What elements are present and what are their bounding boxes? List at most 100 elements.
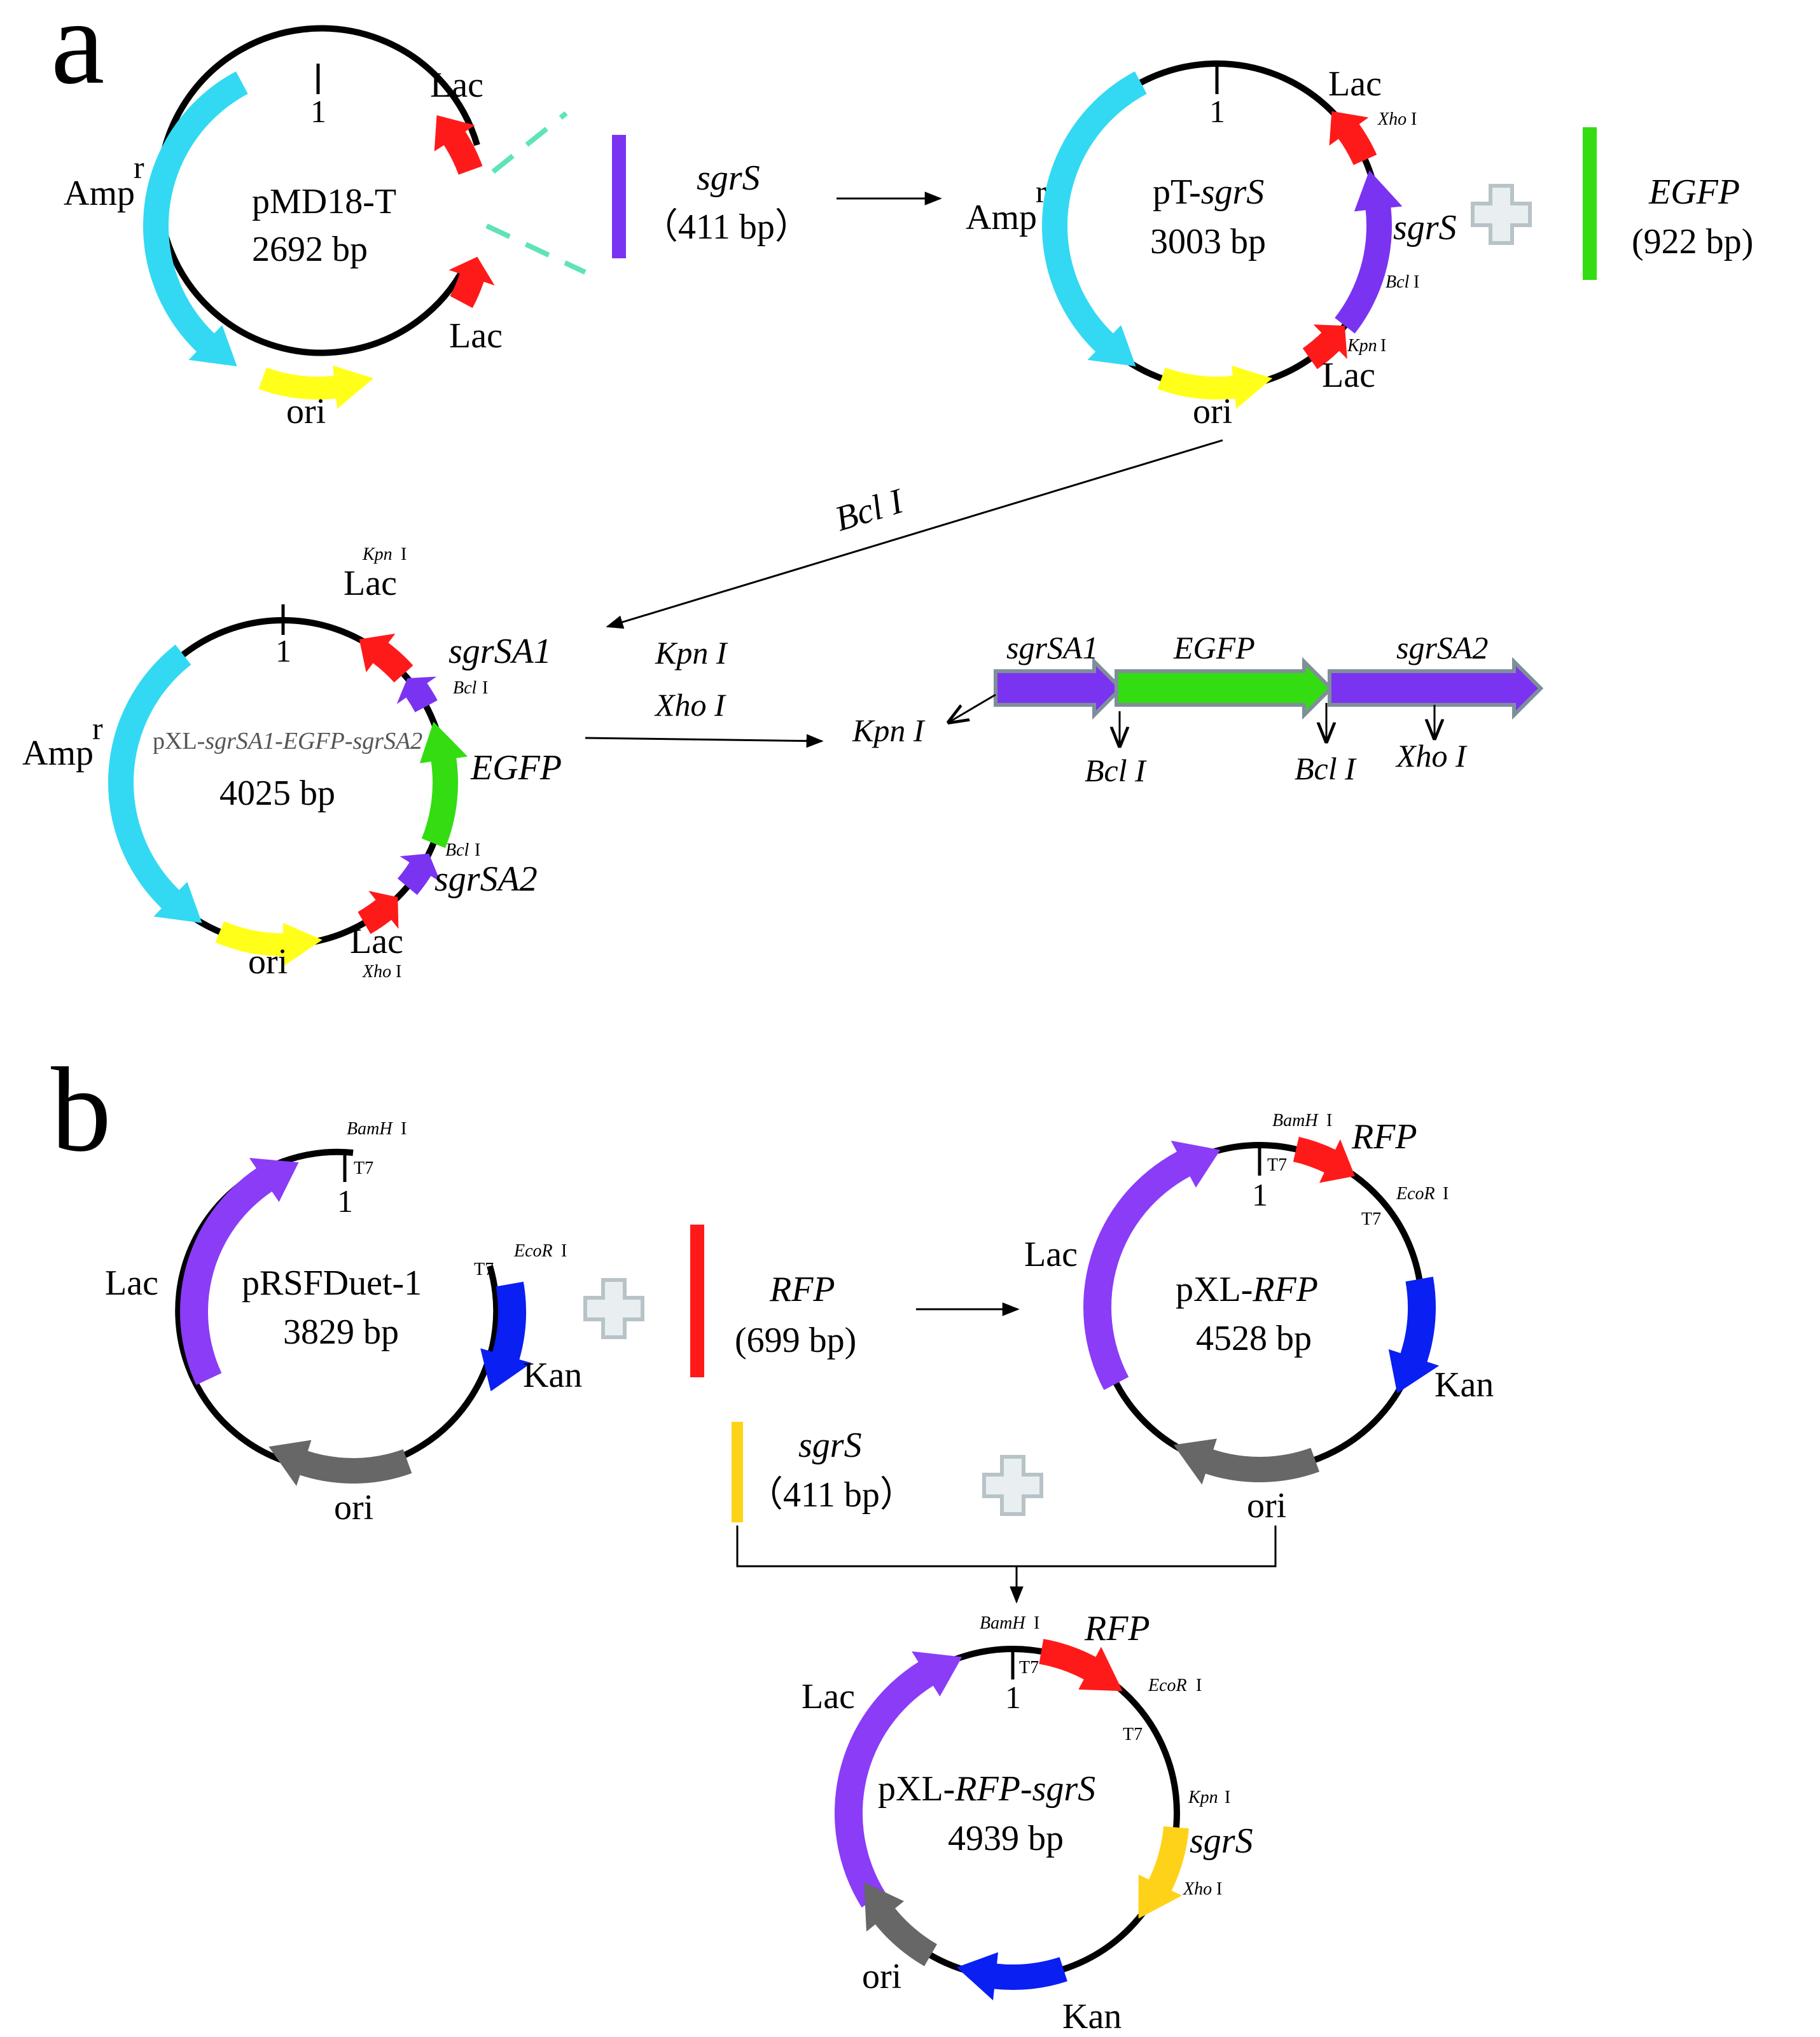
kan-label: Kan	[1434, 1365, 1494, 1405]
site-ecor-suffix: I	[1196, 1676, 1202, 1695]
site-bcl-1: Bcl	[453, 678, 477, 698]
ori-arrow	[1157, 365, 1273, 409]
plasmid-prsfduet1: 1 BamH I T7 EcoR I T7 pRSFDuet-1 3829 bp…	[105, 1119, 582, 1527]
ori-label: ori	[1247, 1486, 1286, 1526]
ori-label: ori	[334, 1488, 373, 1527]
lac-top-arrow	[359, 633, 413, 683]
kan-arrow	[956, 1952, 1067, 2001]
sgrsa2-arrow	[398, 853, 441, 895]
t7-label-b: T7	[1361, 1209, 1381, 1229]
amp-superscript: r	[1036, 174, 1046, 209]
sgrs-arrow	[1335, 170, 1403, 334]
insert-sgrs-bar	[732, 1422, 743, 1522]
feature-arcs-pxl-rfp	[1083, 1137, 1440, 1485]
lac-top-arrow	[1329, 111, 1377, 165]
feature-arcs-prsfduet1	[179, 1158, 532, 1486]
kan-label: Kan	[1062, 1997, 1122, 2036]
linear-egfp-label: EGFP	[1173, 630, 1255, 665]
site-bcl-2-suffix: I	[475, 840, 480, 860]
kan-label: Kan	[523, 1356, 582, 1395]
plasmid-name: pXL-RFP-sgrS	[878, 1769, 1095, 1809]
amp-arrow	[142, 71, 248, 366]
site-ecor-suffix: I	[561, 1241, 567, 1261]
plasmid-name: pXL-RFP	[1176, 1270, 1318, 1309]
enzyme-kpn-label: Kpn I	[655, 635, 728, 671]
egfp-arrow	[419, 721, 468, 849]
insert-rfp-size: (699 bp)	[735, 1321, 856, 1360]
plasmid-pmd18t: 1 pMD18-T 2692 bp Amp r Lac Lac ori	[64, 25, 503, 431]
enzyme-bcl-label: Bcl I	[831, 481, 909, 539]
site-kpn-suffix: I	[1380, 336, 1386, 356]
lac-label: Lac	[802, 1677, 855, 1716]
site-ecor: EcoR	[513, 1241, 553, 1261]
insert-egfp-name: EGFP	[1648, 172, 1740, 212]
lac-top-label: Lac	[430, 66, 483, 105]
t7-label-a: T7	[354, 1158, 373, 1178]
linear-sgrsa2-arrow	[1328, 657, 1544, 720]
plasmid-name-prefix: pT-sgrS	[1153, 172, 1264, 212]
site-bamh: BamH	[347, 1119, 393, 1139]
ori-label: ori	[1193, 392, 1232, 431]
site-bamh-suffix: I	[401, 1119, 406, 1139]
enzyme-xho-label: Xho I	[654, 687, 726, 723]
lac-arrow	[179, 1158, 299, 1385]
arrow-bcl-digest	[606, 439, 1223, 629]
linear-construct-map: sgrSA1 EGFP sgrSA2 Kpn I Bcl I Bcl I Xho…	[852, 630, 1544, 788]
site-bcl-2: Bcl	[445, 840, 469, 860]
amp-label: Amp	[966, 198, 1037, 237]
ori-arrow	[258, 365, 374, 409]
insert-rfp-bar	[690, 1225, 704, 1377]
ori-label: ori	[286, 392, 326, 431]
gene-egfp-label: EGFP	[470, 748, 562, 788]
ori-label: ori	[862, 1957, 901, 1996]
lac-bottom-label: Lac	[350, 922, 403, 961]
plasmid-size: 4939 bp	[948, 1819, 1064, 1858]
plus-icon	[982, 1455, 1043, 1516]
plasmid-size: 3829 bp	[283, 1312, 399, 1352]
plasmid-pxl-rfp: 1 BamH I RFP T7 EcoR I T7 pXL-RFP 4528 b…	[1024, 1111, 1494, 1526]
amp-arrow	[1042, 71, 1147, 366]
linear-kpn-pointer	[949, 693, 996, 722]
lac-top-label: Lac	[344, 564, 397, 603]
plasmid-size: 3003 bp	[1150, 222, 1266, 261]
insert-sgrs-size: （411 bp）	[643, 207, 810, 247]
site-ecor-suffix: I	[1443, 1184, 1448, 1204]
site-kpn: Kpn	[1347, 336, 1377, 356]
linear-sgrsa1-arrow	[994, 657, 1124, 720]
lac-label: Lac	[1024, 1235, 1078, 1274]
linear-bcl2-label: Bcl I	[1295, 751, 1357, 786]
amp-superscript: r	[92, 711, 103, 746]
origin-label: 1	[1252, 1177, 1268, 1213]
sgrs-label: sgrS	[1190, 1821, 1253, 1861]
plasmid-name: pMD18-T	[252, 182, 396, 221]
origin-label: 1	[310, 94, 326, 129]
gene-sgrsa2-label: sgrSA2	[434, 859, 538, 899]
site-ecor: EcoR	[1148, 1676, 1187, 1695]
sgrs-arrow	[1138, 1826, 1189, 1919]
insert-rfp-name: RFP	[769, 1270, 835, 1309]
rfp-label: RFP	[1084, 1609, 1150, 1648]
arrow-to-linear	[585, 733, 824, 748]
lac-bottom-arrow	[358, 891, 399, 935]
t7-label-a: T7	[1267, 1155, 1287, 1175]
lac-bottom-arrow	[1302, 324, 1347, 370]
insert-sgrs-bar	[612, 135, 626, 258]
insert-egfp-size: (922 bp)	[1632, 222, 1753, 261]
origin-label: 1	[275, 633, 291, 669]
site-kpn-suffix: I	[1225, 1788, 1230, 1807]
plasmid-pxl-rfp-sgrs: 1 BamH I RFP T7 EcoR I T7 Kpn I sgrS Xho…	[802, 1609, 1253, 2036]
gene-sgrs-label: sgrS	[1393, 208, 1457, 247]
feature-arcs-pt-sgrs	[1042, 71, 1403, 409]
plasmid-size: 4025 bp	[219, 774, 335, 813]
cut-line-bottom	[485, 223, 587, 275]
site-kpn: Kpn	[1188, 1788, 1218, 1807]
lac-bottom-arrow	[448, 256, 495, 309]
linear-sgrsa2-label: sgrSA2	[1396, 630, 1488, 665]
ori-arrow	[215, 921, 323, 967]
site-xho: Xho	[362, 962, 391, 982]
linear-kpn-label: Kpn I	[852, 713, 926, 748]
plasmid-name: pRSFDuet-1	[242, 1263, 422, 1303]
feature-arcs-pxl-rfp-sgrs	[834, 1639, 1189, 2001]
linear-egfp-arrow	[1115, 657, 1334, 720]
